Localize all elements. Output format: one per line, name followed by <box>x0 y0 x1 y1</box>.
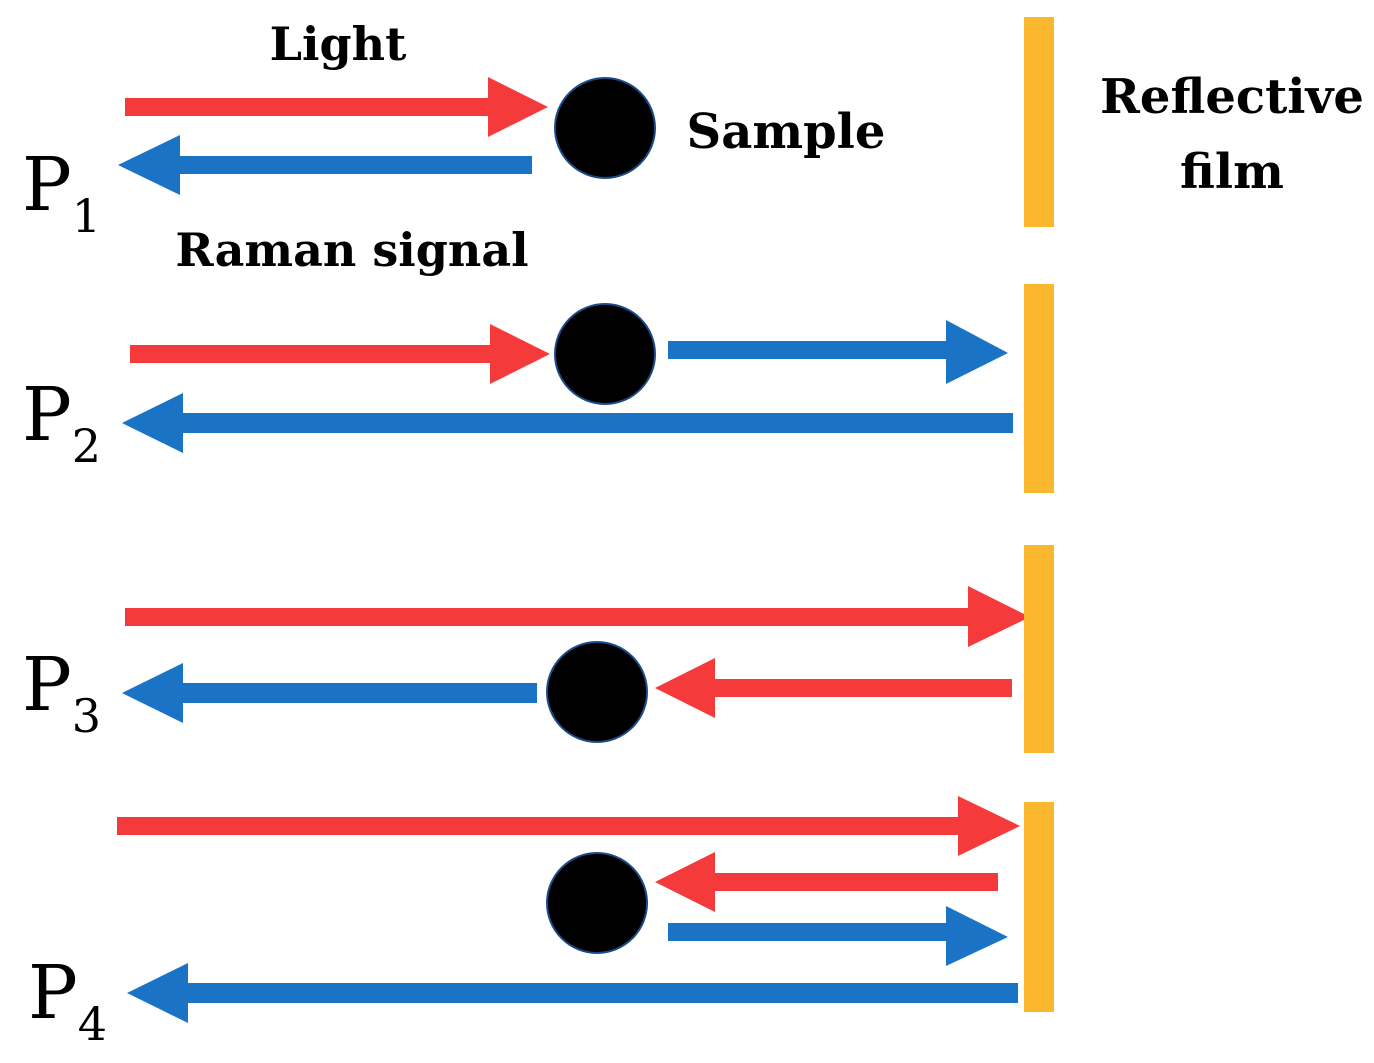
path-subscript-p3: 3 <box>72 689 101 743</box>
path-label-p2: P2 <box>22 372 101 473</box>
sample-dot-p2 <box>554 303 656 405</box>
reflective-film-p3 <box>1024 545 1054 753</box>
path-letter-p2: P <box>22 372 72 458</box>
reflective-film-p2 <box>1024 284 1054 493</box>
path-subscript-p2: 2 <box>72 419 101 473</box>
raman-arrow-p4-return <box>127 963 1018 1023</box>
raman-arrow-p1 <box>118 135 532 195</box>
sample-dot-p1 <box>554 77 656 179</box>
light-label: Light <box>270 17 407 71</box>
reflective-film-p4 <box>1024 802 1054 1012</box>
path-label-p4: P4 <box>28 950 107 1051</box>
path-row-p3: P3 <box>22 545 1054 753</box>
light-arrow-p2 <box>130 324 550 384</box>
sample-dot-p4 <box>546 852 648 954</box>
raman-signal-label: Raman signal <box>175 223 528 277</box>
light-arrow-p3-return <box>655 658 1012 718</box>
sample-dot-p3 <box>546 641 648 743</box>
path-label-p1: P1 <box>22 142 101 243</box>
path-row-p1: Light Sample P1 Raman signal Reflective … <box>22 17 1364 277</box>
path-letter-p4: P <box>28 950 78 1036</box>
reflective-film-label-line2: film <box>1180 144 1284 200</box>
path-row-p4: P4 <box>28 796 1054 1051</box>
reflective-film-p1 <box>1024 17 1054 227</box>
path-row-p2: P2 <box>22 284 1054 493</box>
path-subscript-p1: 1 <box>72 189 101 243</box>
light-arrow-p4-forward <box>117 796 1020 856</box>
path-subscript-p4: 4 <box>78 997 107 1051</box>
reflective-film-label-line1: Reflective <box>1100 69 1364 125</box>
sample-label: Sample <box>687 104 886 160</box>
light-arrow-p3-forward <box>125 586 1030 647</box>
raman-arrow-p2-return <box>122 393 1013 453</box>
path-label-p3: P3 <box>22 642 101 743</box>
raman-arrow-p4-forward <box>668 906 1008 966</box>
raman-arrow-p2-forward <box>668 320 1008 384</box>
raman-arrow-p3 <box>122 663 537 723</box>
light-arrow-p4-return <box>655 852 998 912</box>
light-arrow-p1 <box>125 77 548 137</box>
path-letter-p3: P <box>22 642 72 728</box>
path-letter-p1: P <box>22 142 72 228</box>
